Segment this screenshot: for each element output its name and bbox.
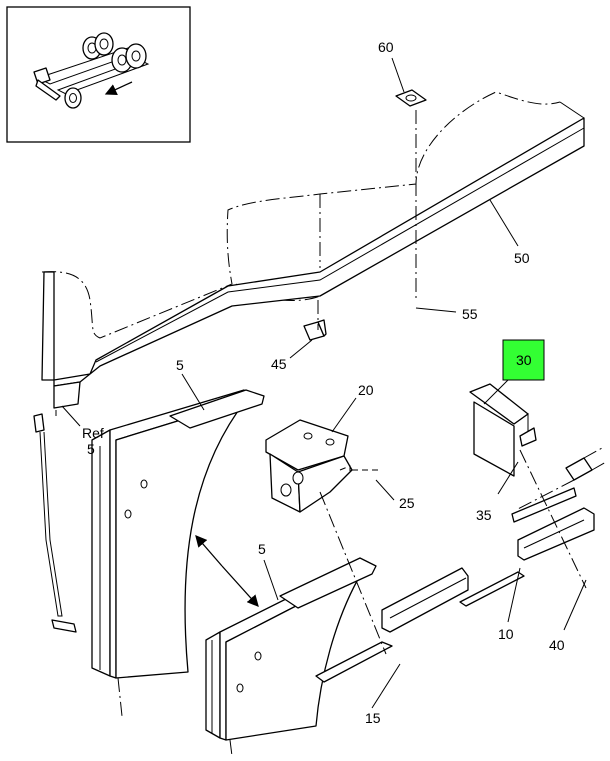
part-30-support-bracket [469,383,529,477]
callout-35[interactable]: 35 [476,507,492,523]
callout-15[interactable]: 15 [365,710,381,726]
callout-50[interactable]: 50 [514,250,530,266]
part-60-clip-nut [395,89,427,107]
callout-55[interactable]: 55 [462,306,478,322]
part-5-lower-mud-flap [205,557,377,741]
part-10-lower-strip [459,507,595,607]
truck-chassis-icon [33,32,150,109]
callout-40[interactable]: 40 [549,637,565,653]
callout-20[interactable]: 20 [358,382,374,398]
frame-rail-fender-contour [41,91,585,409]
relation-arrow-back [195,535,223,567]
relation-arrow-forward [221,565,259,607]
callout-5-lower[interactable]: 5 [258,541,266,557]
locator-arrow [104,81,133,95]
callout-5-upper[interactable]: 5 [176,357,184,373]
part-15-step-rail [315,567,469,683]
callout-45[interactable]: 45 [271,356,287,372]
part-5-upper-mud-flap [91,389,265,679]
leader-lines [61,57,587,709]
bracket-20-centerline [339,465,380,474]
callout-10[interactable]: 10 [498,626,514,642]
part-35-bracket-tab [519,427,537,447]
callout-25[interactable]: 25 [399,495,415,511]
callout-60[interactable]: 60 [378,39,394,55]
part-20-mounting-bracket [265,419,353,513]
part-45-small-bracket [303,319,327,341]
callout-ref-label: Ref [82,425,104,441]
callout-30[interactable]: 30 [516,352,532,368]
callout-ref-number[interactable]: 5 [87,441,95,457]
ref-strap [33,413,77,633]
highlight-callout-box[interactable] [502,339,545,381]
locator-inset [6,6,191,143]
alignment-lines [55,110,587,757]
right-side-rail-stub [511,447,607,523]
